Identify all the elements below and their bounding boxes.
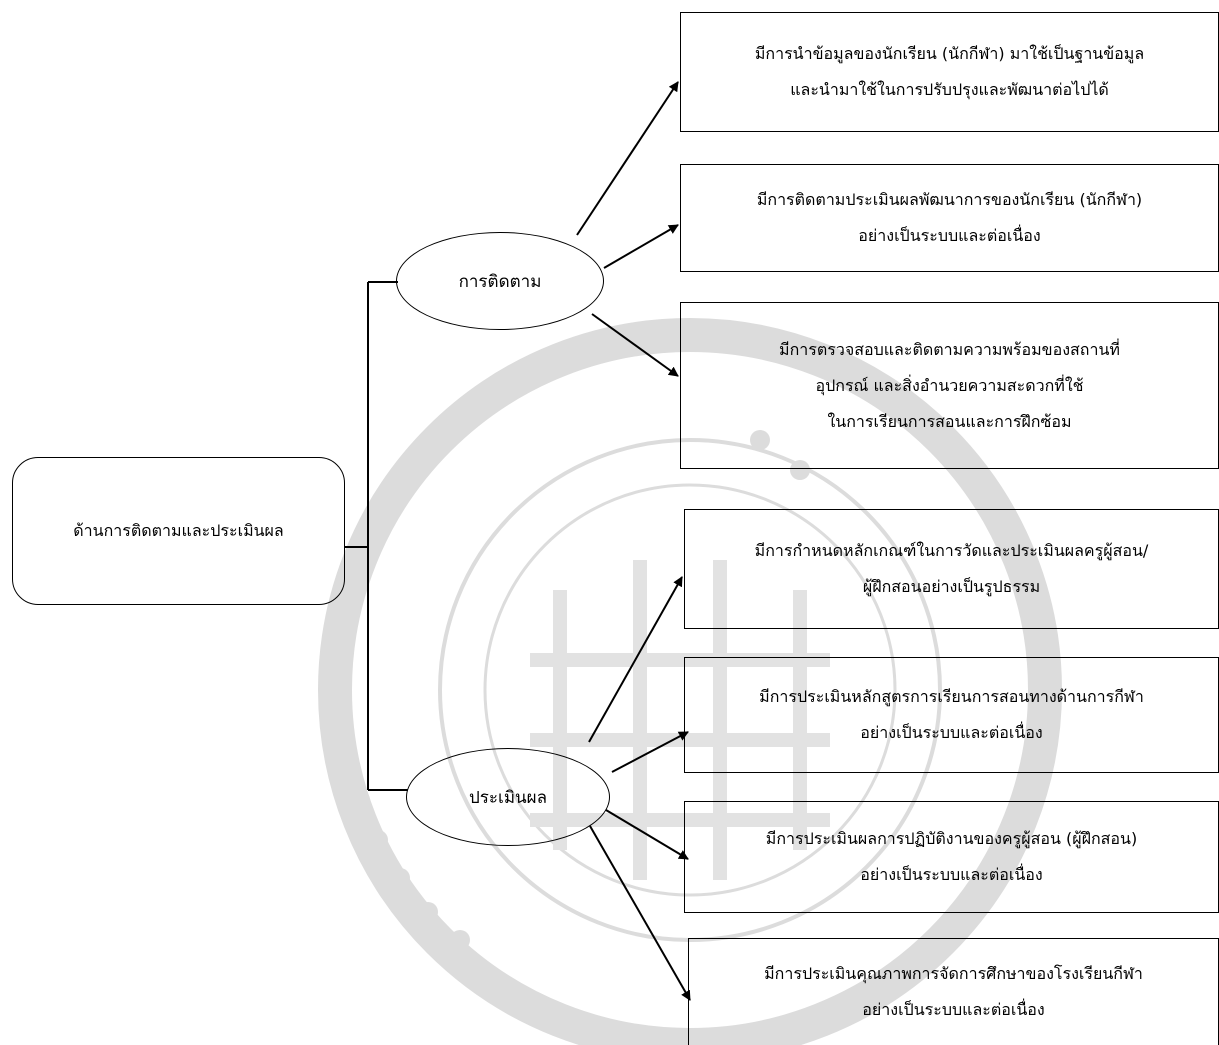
arrow-1-3 xyxy=(591,313,679,377)
leaf-box: มีการติดตามประเมินผลพัฒนาการของนักเรียน … xyxy=(680,164,1219,272)
leaf-box: มีการกำหนดหลักเกณฑ์ในการวัดและประเมินผลค… xyxy=(684,509,1219,629)
leaf-line: มีการนำข้อมูลของนักเรียน (นักกีฬา) มาใช้… xyxy=(754,44,1145,63)
arrow-1-1 xyxy=(576,81,679,236)
leaf-line: ในการเรียนการสอนและการฝึกซ้อม xyxy=(827,411,1072,431)
leaf-line: และนำมาใช้ในการปรับปรุงและพัฒนาต่อไปได้ xyxy=(790,80,1109,99)
leaf-box: มีการประเมินผลการปฏิบัติงานของครูผู้สอน … xyxy=(684,801,1219,913)
branch-label: ประเมินผล xyxy=(468,787,548,808)
leaf-line: อย่างเป็นระบบและต่อเนื่อง xyxy=(862,1000,1045,1019)
root-label: ด้านการติดตามและประเมินผล xyxy=(73,521,284,540)
branch-node-monitoring: การติดตาม xyxy=(396,232,604,330)
arrow-2-4 xyxy=(589,825,691,1001)
leaf-line: มีการตรวจสอบและติดตามความพร้อมของสถานที่ xyxy=(779,339,1120,359)
leaf-line: มีการประเมินหลักสูตรการเรียนการสอนทางด้า… xyxy=(759,687,1144,706)
branch-node-evaluation: ประเมินผล xyxy=(406,748,610,846)
leaf-box: มีการตรวจสอบและติดตามความพร้อมของสถานที่… xyxy=(680,302,1219,469)
leaf-line: อุปกรณ์ และสิ่งอำนวยความสะดวกที่ใช้ xyxy=(815,375,1084,395)
leaf-box: มีการประเมินหลักสูตรการเรียนการสอนทางด้า… xyxy=(684,657,1219,773)
arrow-2-3 xyxy=(605,809,689,860)
root-node: ด้านการติดตามและประเมินผล xyxy=(12,457,345,605)
branch-label: การติดตาม xyxy=(458,271,542,292)
arrow-1-2 xyxy=(603,224,679,269)
arrow-2-2 xyxy=(611,731,689,773)
arrow-2-1 xyxy=(588,576,683,743)
leaf-line: มีการกำหนดหลักเกณฑ์ในการวัดและประเมินผลค… xyxy=(754,541,1149,560)
leaf-line: มีการติดตามประเมินผลพัฒนาการของนักเรียน … xyxy=(756,190,1143,209)
leaf-line: ผู้ฝึกสอนอย่างเป็นรูปธรรม xyxy=(862,577,1041,596)
leaf-line: มีการประเมินคุณภาพการจัดการศึกษาของโรงเร… xyxy=(764,964,1143,983)
leaf-box: มีการนำข้อมูลของนักเรียน (นักกีฬา) มาใช้… xyxy=(680,12,1219,132)
leaf-box: มีการประเมินคุณภาพการจัดการศึกษาของโรงเร… xyxy=(688,938,1219,1045)
leaf-line: มีการประเมินผลการปฏิบัติงานของครูผู้สอน … xyxy=(765,829,1138,848)
leaf-line: อย่างเป็นระบบและต่อเนื่อง xyxy=(860,865,1043,884)
leaf-line: อย่างเป็นระบบและต่อเนื่อง xyxy=(858,226,1041,245)
leaf-line: อย่างเป็นระบบและต่อเนื่อง xyxy=(860,723,1043,742)
